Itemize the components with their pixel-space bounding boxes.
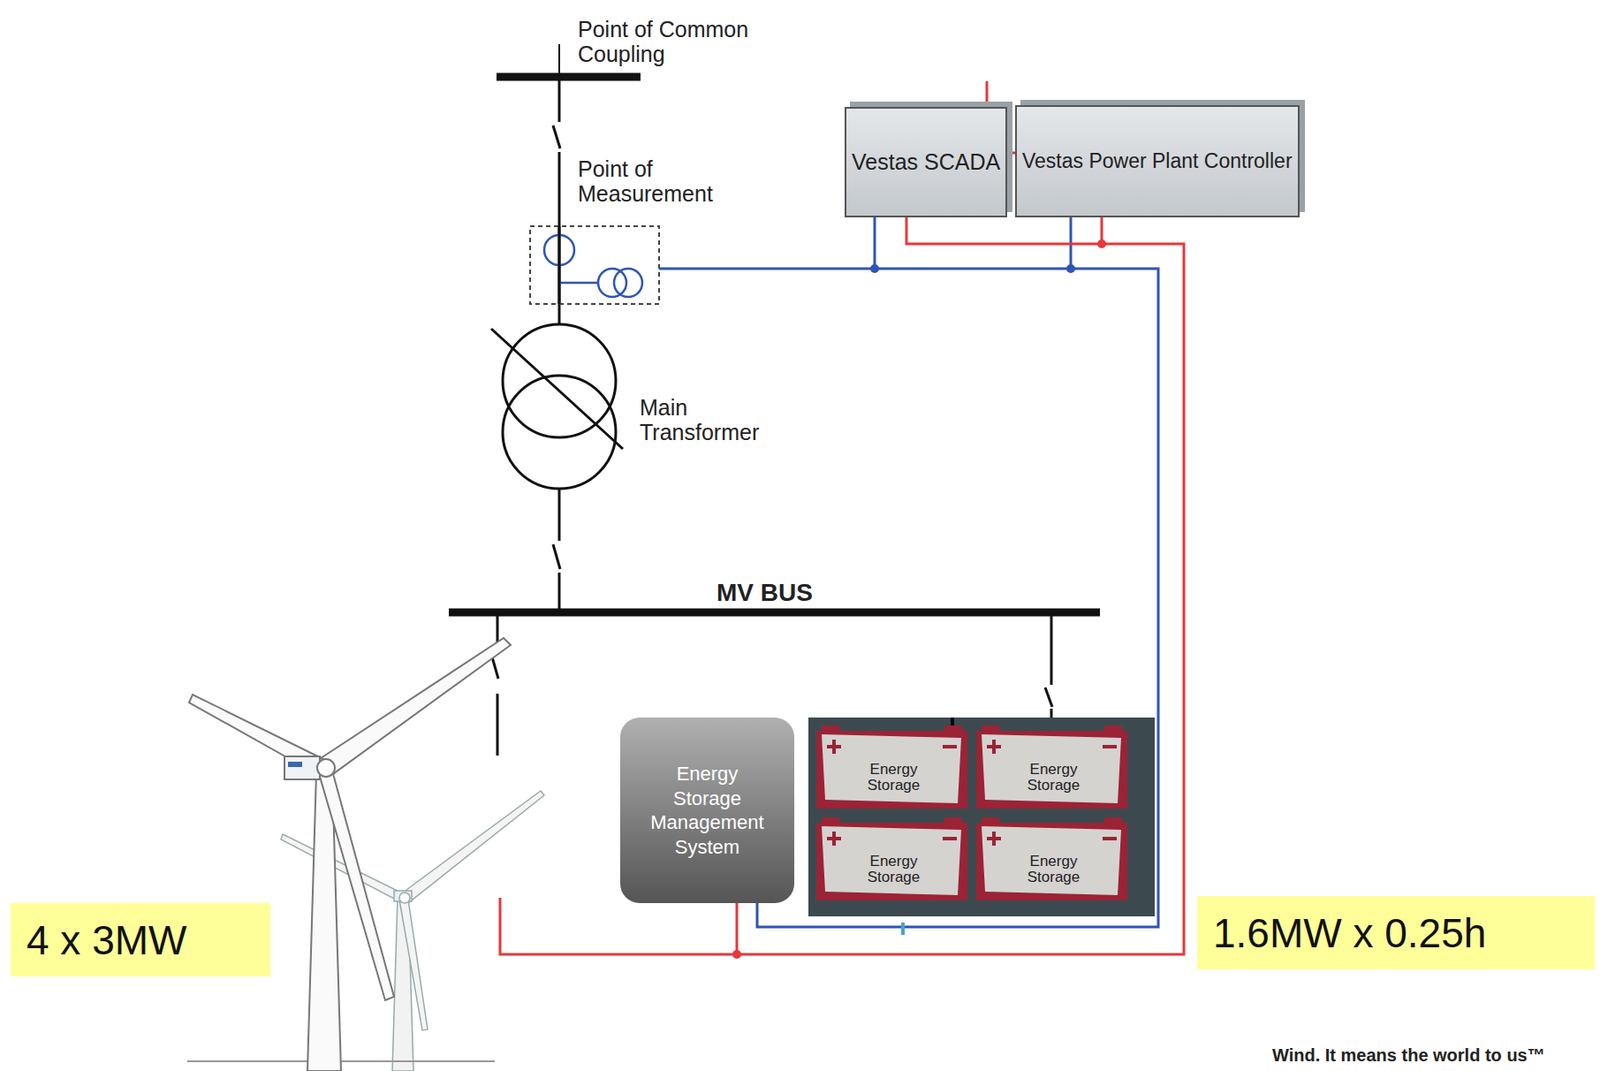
switch-symbol <box>553 544 561 569</box>
measurement-wire <box>873 217 877 269</box>
grid-line <box>558 44 561 77</box>
battery-cell: Energy Storage <box>851 845 936 894</box>
point-label: Point of Common Coupling <box>577 17 764 67</box>
main-feeder <box>558 226 562 304</box>
turbine-nacelle <box>284 756 320 780</box>
node-text: Energy Storage <box>858 761 930 794</box>
node-text: 4 x 3MW <box>26 916 187 964</box>
pcc-bus <box>496 73 641 82</box>
minus-symbol <box>1102 836 1117 841</box>
node-text: Energy Storage <box>858 853 930 886</box>
battery-terminal <box>944 725 963 732</box>
measurement-box <box>530 226 660 304</box>
junction-dot <box>870 264 880 273</box>
voltage-transformer <box>598 268 627 297</box>
main-feeder <box>558 488 562 541</box>
rating-box: 1.6MW x 0.25h <box>1197 895 1595 970</box>
battery-terminal <box>1104 725 1123 732</box>
nacelle-logo <box>288 761 303 767</box>
battery-label-card <box>821 734 962 804</box>
battery-terminal <box>944 817 963 824</box>
ct-lead <box>559 281 599 285</box>
battery-terminal <box>1104 817 1123 824</box>
battery-cell: Energy Storage <box>1011 753 1096 802</box>
point-label: Point of Measurement <box>577 157 755 206</box>
plus-symbol <box>826 739 842 754</box>
battery-label-card <box>821 826 962 895</box>
switch-symbol <box>1045 687 1053 707</box>
battery-terminal <box>981 725 1000 732</box>
battery-label-card <box>981 826 1122 895</box>
main-feeder <box>558 76 562 122</box>
minus-symbol <box>942 836 957 841</box>
turbine-hub <box>317 758 335 777</box>
controller-box: Vestas Power Plant Controller <box>1015 105 1300 218</box>
control-link <box>1007 151 1016 155</box>
battery-label-card <box>981 734 1122 804</box>
node-text: 1.6MW x 0.25h <box>1213 909 1487 957</box>
node-text: Energy Storage <box>1018 761 1090 794</box>
minus-symbol <box>1102 744 1117 749</box>
transformer-winding <box>502 324 616 438</box>
junction-dot <box>1066 264 1076 273</box>
battery-cell: Energy Storage <box>1011 845 1096 894</box>
voltage-transformer <box>614 268 643 297</box>
battery-cell: Energy Storage <box>851 753 936 802</box>
turbine-blade <box>318 637 511 776</box>
switch-symbol <box>553 125 561 149</box>
control-wire <box>500 897 737 955</box>
battery-casing <box>816 822 968 901</box>
minus-symbol <box>942 744 957 749</box>
node-text: Vestas Power Plant Controller <box>1022 150 1293 172</box>
turbine-hub <box>399 892 410 903</box>
wire-tick <box>901 922 905 935</box>
battery-casing <box>976 730 1128 809</box>
node-text: Vestas SCADA <box>851 150 1001 174</box>
plus-symbol <box>986 831 1001 846</box>
tap-changer-arrow <box>491 328 623 449</box>
turbine-blade <box>399 899 428 1031</box>
bus-label: MV BUS <box>713 578 861 607</box>
battery-terminal <box>981 817 1000 824</box>
component-label: Main Transformer <box>639 395 790 445</box>
main-feeder <box>558 572 562 613</box>
turbine-blade <box>318 770 395 1001</box>
mv-bus <box>448 608 1100 617</box>
turbine-blade <box>402 790 545 903</box>
turbine-feeder <box>496 693 500 756</box>
management-system-box: Energy Storage Management System <box>620 717 795 903</box>
scada-box: Vestas SCADA <box>844 106 1008 218</box>
footer-slogan: Wind. It means the world to us™ <box>1272 1045 1595 1066</box>
battery-casing <box>816 730 968 809</box>
battery-terminal <box>821 817 840 824</box>
main-feeder <box>558 151 562 325</box>
storage-feeder <box>1050 612 1054 685</box>
battery-panel <box>808 717 1155 917</box>
node-text: Energy Storage Management System <box>641 761 774 859</box>
battery-terminal <box>821 725 840 732</box>
battery-casing <box>976 822 1128 901</box>
plus-symbol <box>986 739 1001 754</box>
storage-feeder <box>1050 708 1054 718</box>
node-text: Energy Storage <box>1018 853 1090 886</box>
plus-symbol <box>826 831 842 846</box>
rating-box: 4 x 3MW <box>10 902 271 977</box>
control-wire <box>906 217 1102 244</box>
